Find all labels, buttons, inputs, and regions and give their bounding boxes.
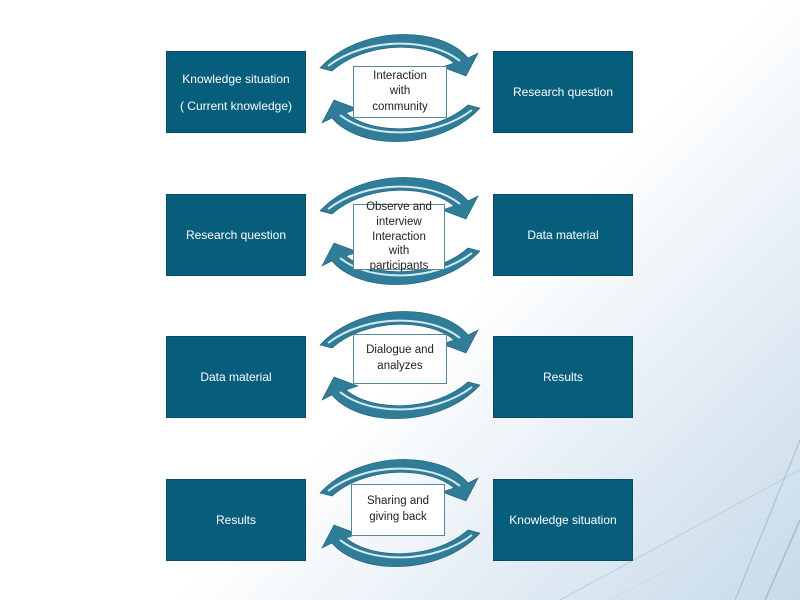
stage-box-left-1-line1: Knowledge situation [182, 71, 290, 86]
stage-box-right-3: Results [493, 336, 633, 418]
cycle-arrow-top-2 [319, 177, 479, 220]
cycle-arrow-top-3 [319, 311, 479, 354]
process-label-3: Dialogue and analyzes [353, 334, 447, 384]
stage-box-right-2: Data material [493, 194, 633, 276]
cycle-arrow-top-4 [319, 459, 479, 502]
stage-box-left-4: Results [166, 479, 306, 561]
process-label-2-line5: participants [369, 260, 429, 273]
process-label-2-line2: interview [376, 215, 422, 228]
stage-box-left-1: Knowledge situation ( Current knowledge) [166, 51, 306, 133]
stage-box-right-2-text: Data material [527, 228, 599, 242]
cycle-arrows-4 [319, 459, 481, 567]
stage-box-left-3-text: Data material [200, 370, 272, 384]
process-label-2-line4: with [388, 245, 410, 258]
cycle-arrow-bottom-1 [321, 99, 481, 142]
process-label-3-line1: Dialogue and [366, 344, 434, 357]
stage-box-right-1: Research question [493, 51, 633, 133]
stage-box-left-1-line2: ( Current knowledge) [179, 98, 293, 113]
stage-box-left-4-text: Results [215, 513, 256, 527]
stage-box-right-4-text: Knowledge situation [509, 513, 617, 527]
process-label-2: Observe and interview Interaction with p… [353, 201, 445, 272]
cycle-arrows-3 [319, 311, 481, 419]
cycle-arrow-top-1 [319, 34, 479, 77]
stage-box-right-1-text: Research question [512, 85, 614, 99]
cycle-arrows-1 [319, 34, 481, 142]
process-label-1-line1: Interaction [373, 69, 427, 82]
process-label-4: Sharing and giving back [351, 484, 445, 536]
stage-box-left-2: Research question [166, 194, 306, 276]
cycle-arrow-bottom-3 [321, 376, 481, 419]
cycle-arrow-bottom-4 [321, 524, 481, 567]
process-label-1: Interaction with community [353, 66, 447, 118]
process-label-2-line3: Interaction [372, 230, 426, 243]
process-label-1-line3: community [372, 100, 428, 113]
stage-box-left-3: Data material [166, 336, 306, 418]
process-label-4-line2: giving back [369, 511, 427, 523]
process-label-2-line1: Observe and [366, 200, 432, 213]
process-label-3-line2: analyzes [377, 360, 423, 372]
stage-box-right-4: Knowledge situation [493, 479, 633, 561]
process-label-1-line2: with [389, 85, 411, 98]
stage-box-left-2-text: Research question [185, 228, 287, 242]
process-label-4-line1: Sharing and [366, 495, 430, 508]
stage-box-right-3-text: Results [542, 370, 583, 384]
